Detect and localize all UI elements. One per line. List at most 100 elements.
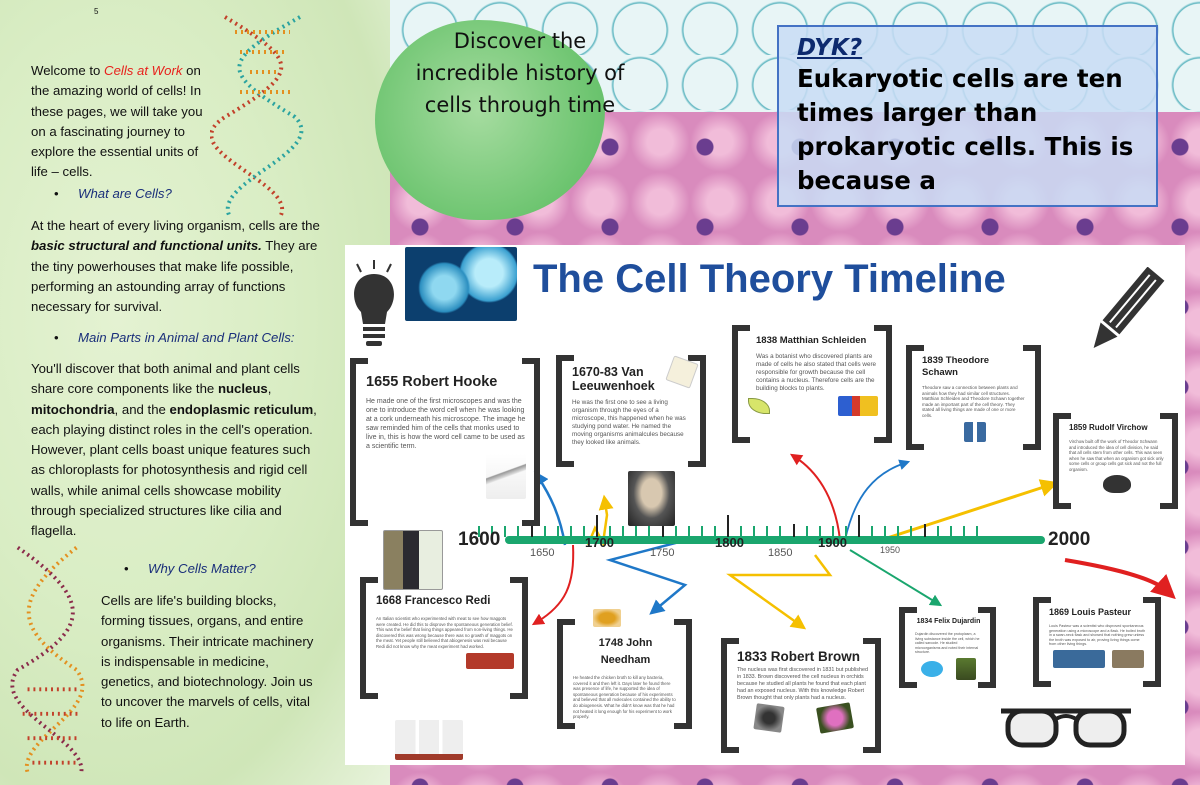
axis-tick [910, 526, 913, 537]
hooke-portrait-image [383, 530, 443, 590]
card-schawn: 1839 Theodore Schawn Theodore saw a conn… [906, 345, 1041, 450]
axis-tick [556, 526, 559, 537]
arrow-brown [726, 554, 833, 630]
axis-tick [661, 524, 664, 537]
card-images [748, 396, 878, 416]
card-body: Virchow built off the work of Theodor Sc… [1069, 439, 1164, 472]
card-body: He was the first one to see a living org… [572, 399, 686, 446]
emphasis-text: basic structural and functional units. [31, 238, 262, 254]
card-leeuwenhoek: 1670-83 Van Leeuwenhoek He was the first… [556, 355, 706, 467]
sep: , [267, 381, 272, 397]
card-schleiden: 1838 Matthian Schleiden Was a botanist w… [732, 325, 892, 443]
section-heading-why-cells-matter: Why Cells Matter? [124, 561, 256, 576]
page-number: 5 [94, 7, 99, 16]
axis-tick [871, 526, 874, 537]
axis-label-1700: 1700 [585, 535, 614, 550]
brain-icon [1102, 475, 1131, 493]
axis-tick [504, 526, 507, 537]
axis-tick [622, 526, 625, 537]
broth-bowl-image [593, 609, 621, 627]
axis-tick [582, 526, 585, 537]
card-body: Theodore saw a connection between plants… [922, 385, 1025, 418]
axis-tick [687, 526, 690, 537]
card-body: He heated the chicken broth to kill any … [573, 675, 676, 720]
axis-tick [596, 515, 598, 537]
intro-text: Welcome to [31, 63, 105, 78]
axis-tick [844, 526, 847, 537]
lab-flasks-image [1111, 649, 1144, 668]
axis-tick [962, 526, 965, 537]
leeuwenhoek-portrait-image [628, 471, 675, 526]
axis-tick [975, 526, 978, 537]
axis-tick [609, 526, 612, 537]
lightbulb-icon [354, 260, 394, 346]
card-body: Dujardin discovered the protoplasm, a li… [915, 632, 980, 654]
axis-tick [569, 526, 572, 537]
axis-tick [805, 526, 808, 537]
card-redi: 1668 Francesco Redi An Italian scientist… [360, 577, 528, 699]
axis-label-1850: 1850 [768, 547, 793, 559]
leaf-image [748, 398, 770, 414]
axis-tick [491, 526, 494, 537]
dyk-body: Eukaryotic cells are ten times larger th… [797, 64, 1134, 195]
axis-tick [766, 526, 769, 537]
body-text: You'll discover that both animal and pla… [31, 361, 300, 397]
dna-helix-illustration-lower [10, 545, 85, 773]
card-images [376, 652, 514, 669]
arrow-hooke [533, 470, 567, 546]
arrow-pasteur [1064, 558, 1176, 600]
axis-tick [740, 526, 743, 537]
axis-label-1900: 1900 [818, 535, 847, 550]
card-title: 1670-83 Van Leeuwenhoek [572, 365, 655, 393]
arrow-dujardin [849, 549, 943, 607]
card-title: 1839 Theodore Schawn [922, 355, 990, 378]
axis-label-1650: 1650 [530, 547, 555, 559]
axis-tick [478, 526, 481, 537]
axis-label-1950: 1950 [880, 545, 901, 555]
axis-tick [949, 526, 952, 537]
arrow-redi [531, 544, 575, 626]
microscope-image [486, 454, 526, 499]
card-title: 1834 Felix Dujardin [916, 618, 981, 625]
cells-microscope-image [405, 247, 517, 321]
axis-tick [713, 526, 716, 537]
bacteria-image [1052, 649, 1105, 668]
card-images [1049, 649, 1147, 668]
card-needham: 1748 John Needham He heated the chicken … [557, 619, 692, 729]
card-brown: 1833 Robert Brown The nucleus was first … [721, 638, 881, 753]
term-er: endoplasmic reticulum [169, 401, 314, 417]
pencil-icon [1093, 267, 1165, 348]
axis-tick [635, 526, 638, 537]
axis-tick [923, 524, 926, 537]
axis-tick [884, 526, 887, 537]
jars-with-flies-image [395, 720, 463, 760]
body-text: , each playing distinct roles in the cel… [31, 401, 317, 539]
axis-label-1800: 1800 [715, 535, 744, 550]
axis-tick [858, 515, 860, 537]
axis-label-1750: 1750 [650, 547, 675, 559]
axis-tick [897, 526, 900, 537]
card-images [922, 421, 1027, 442]
card-title: 1869 Louis Pasteur [1049, 607, 1132, 617]
card-body: Louis Pasteur was a scientist who dispro… [1049, 624, 1146, 647]
card-body: Was a botanist who discovered plants are… [756, 353, 877, 392]
intro-text-cont: on the amazing world of cells! In these … [31, 63, 203, 180]
discover-heading: Discover the incredible history of cells… [415, 29, 625, 117]
card-title: 1748 John Needham [598, 637, 653, 666]
intro-panel: 5 Welcome to Cells at Work on the amazin… [0, 0, 390, 785]
orchid-image [815, 702, 854, 734]
axis-tick [831, 526, 834, 537]
card-title: 1655 Robert Hooke [366, 374, 498, 390]
meat-image [466, 652, 514, 669]
axis-label-start: 1600 [458, 529, 501, 550]
term-nucleus: nucleus [217, 381, 268, 397]
axis-tick [700, 526, 703, 537]
dyk-heading: DYK? [797, 35, 863, 61]
section-heading-what-are-cells: What are Cells? [54, 186, 172, 201]
card-title: 1859 Rudolf Virchow [1069, 423, 1148, 432]
specimen-photos-image [955, 657, 976, 680]
lego-blocks-image [838, 396, 878, 416]
axis-tick [727, 515, 729, 537]
intro-paragraph: Welcome to Cells at Work on the amazing … [31, 61, 216, 183]
cell-diagram-image [921, 660, 944, 677]
